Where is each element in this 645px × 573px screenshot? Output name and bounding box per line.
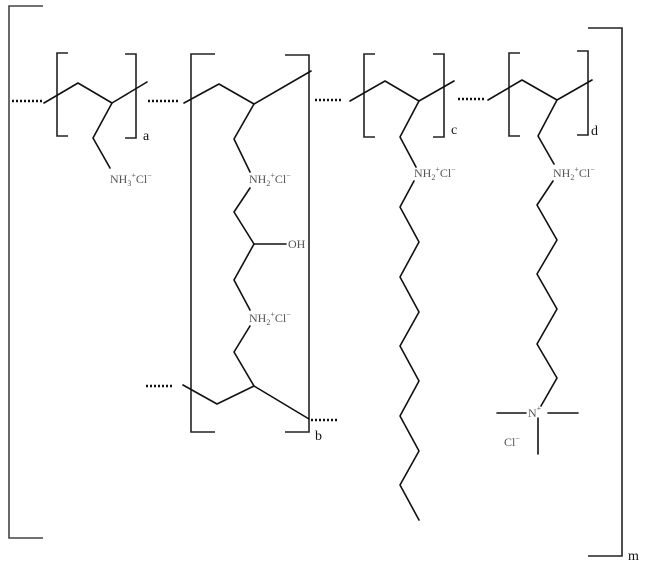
subscript-c: c — [451, 123, 457, 138]
backbone-c — [349, 80, 455, 102]
backbone-b-lower — [182, 384, 310, 420]
sidechain-a — [92, 102, 113, 169]
amine-label-c: NH2+Cl− — [414, 165, 456, 182]
subscript-b: b — [315, 429, 322, 444]
subscript-m: m — [628, 549, 639, 564]
amine-label-b-bottom: NH2+Cl− — [249, 310, 291, 327]
alkyl-linker-d — [536, 180, 558, 407]
hydroxyl-label: OH — [288, 237, 306, 251]
bracket-d-left — [508, 52, 520, 137]
backbone-a — [43, 81, 148, 104]
bracket-d-right — [577, 50, 589, 136]
alkyl-tail-c — [399, 180, 420, 521]
subscript-a: a — [143, 129, 150, 144]
unit-a: NH3+Cl− a — [12, 52, 152, 188]
sidechain-c — [399, 100, 420, 168]
bracket-a-right — [125, 53, 137, 139]
chain-b-2 — [233, 187, 255, 311]
amine-label-b-top: NH2+Cl− — [249, 171, 291, 188]
chain-b-1 — [233, 103, 255, 173]
sidechain-d — [537, 99, 558, 165]
terminal-counterion-label: Cl− — [504, 434, 520, 449]
amine-label-d: NH2+Cl− — [553, 165, 595, 182]
subscript-d: d — [591, 124, 598, 139]
amine-label-a: NH3+Cl− — [110, 171, 152, 188]
bracket-b-left — [190, 53, 215, 433]
unit-b: NH2+Cl− OH NH2+Cl− b — [146, 53, 337, 444]
outer-bracket-left — [8, 5, 43, 539]
unit-d: NH2+Cl− d N+ Cl− — [458, 50, 598, 455]
bracket-b-right — [285, 54, 310, 433]
bracket-c-left — [363, 53, 375, 138]
unit-c: NH2+Cl− c — [315, 53, 457, 521]
outer-bracket-right — [588, 27, 623, 557]
backbone-b-upper — [183, 70, 312, 105]
bracket-c-right — [433, 53, 445, 138]
quaternary-n-label: N+ — [528, 404, 542, 420]
chain-b-3 — [233, 325, 255, 387]
backbone-d — [487, 79, 593, 101]
